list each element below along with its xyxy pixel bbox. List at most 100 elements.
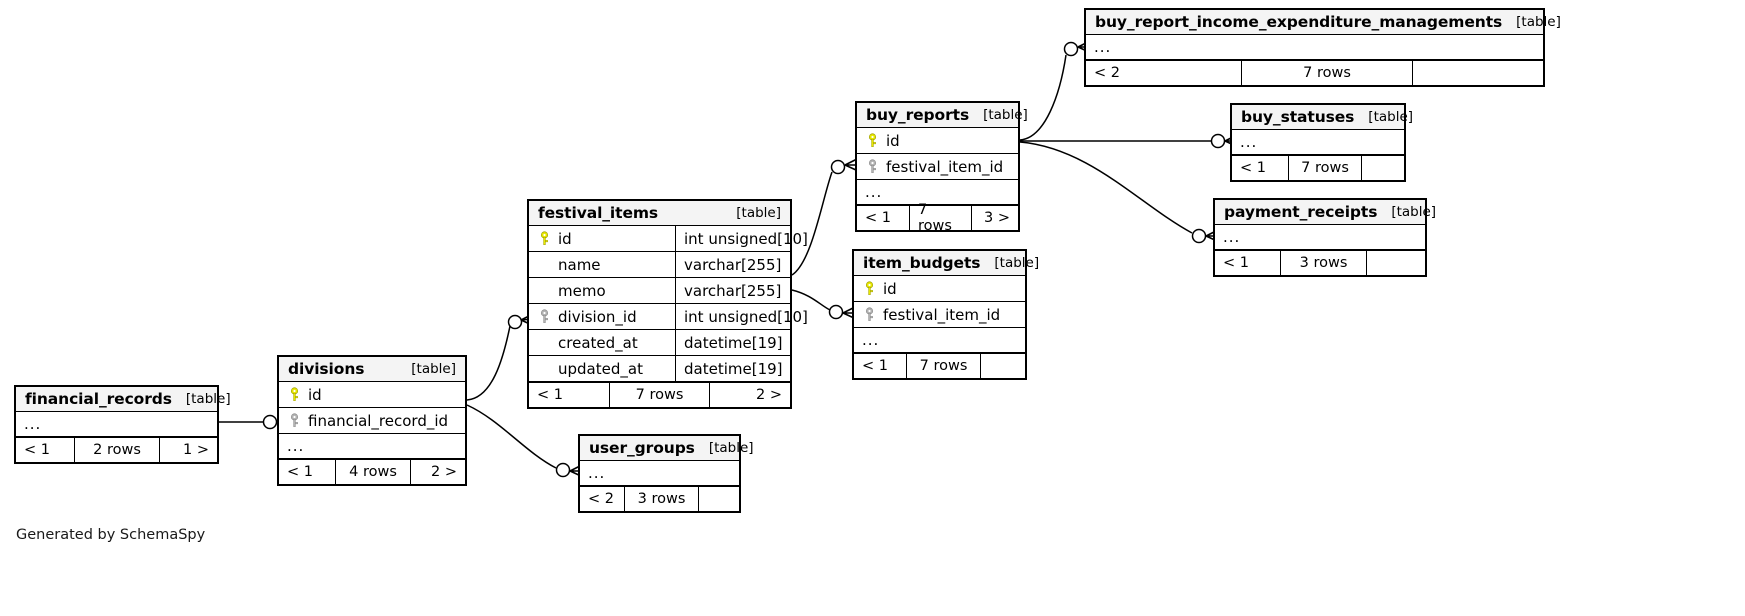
edge-buy-reports-payment-receipts bbox=[1019, 141, 1193, 234]
table-buy-report-income-expenditure-managements[interactable]: buy_report_income_expenditure_management… bbox=[1084, 8, 1561, 87]
column-type-cell: int unsigned[10] bbox=[675, 304, 808, 329]
footer-child-count: 3 > bbox=[984, 210, 1010, 226]
column-label: id bbox=[558, 229, 572, 248]
footer-parent-count: < 2 bbox=[588, 491, 614, 507]
column-name-cell: id bbox=[854, 276, 1025, 301]
table-header: buy_statuses [table] bbox=[1232, 105, 1413, 130]
primary-key-icon bbox=[537, 231, 552, 246]
column-label: id bbox=[886, 131, 900, 150]
footer-row-count: 7 rows bbox=[609, 383, 710, 407]
footer-child-count: 1 > bbox=[183, 442, 209, 458]
column-name-cell: memo bbox=[529, 278, 675, 303]
hidden-columns-ellipsis: ... bbox=[1232, 130, 1404, 155]
table-footer: < 1 7 rows bbox=[854, 353, 1025, 378]
edge-buy-reports-income-expenditure bbox=[1019, 54, 1067, 141]
column-label: financial_record_id bbox=[308, 411, 449, 430]
hidden-columns-ellipsis: ... bbox=[1215, 225, 1425, 250]
footer-child-count bbox=[1367, 251, 1425, 275]
column-name-cell: created_at bbox=[529, 330, 675, 355]
column-name-cell: financial_record_id bbox=[279, 408, 465, 433]
column-name-cell: festival_item_id bbox=[854, 302, 1025, 327]
footer-row-count: 7 rows bbox=[906, 354, 981, 378]
column-row[interactable]: created_at datetime[19] bbox=[529, 330, 790, 356]
column-name-cell: id bbox=[279, 382, 465, 407]
footer-row-count: 2 rows bbox=[74, 438, 160, 462]
hidden-columns-ellipsis: ... bbox=[279, 434, 465, 459]
column-row[interactable]: id bbox=[857, 128, 1018, 154]
table-header: buy_reports [table] bbox=[857, 103, 1028, 128]
table-footer: < 1 7 rows 2 > bbox=[529, 382, 790, 407]
table-user-groups[interactable]: user_groups [table] ... < 2 3 rows bbox=[578, 434, 754, 513]
table-name: payment_receipts bbox=[1224, 202, 1378, 221]
table-kind-label: [table] bbox=[185, 390, 231, 407]
footer-child-count bbox=[1413, 61, 1543, 85]
column-row[interactable]: id bbox=[279, 382, 465, 408]
table-kind-label: [table] bbox=[1368, 108, 1414, 125]
column-row[interactable]: id bbox=[854, 276, 1025, 302]
hidden-columns-ellipsis: ... bbox=[857, 180, 1018, 205]
footer-child-count bbox=[699, 487, 739, 511]
table-payment-receipts[interactable]: payment_receipts [table] ... < 1 3 rows bbox=[1213, 198, 1436, 277]
hidden-columns-ellipsis: ... bbox=[1086, 35, 1543, 60]
foreign-key-icon bbox=[862, 307, 877, 322]
table-name: financial_records bbox=[25, 389, 172, 408]
table-footer: < 1 7 rows bbox=[1232, 155, 1404, 180]
table-footer: < 1 4 rows 2 > bbox=[279, 459, 465, 484]
column-row[interactable]: updated_at datetime[19] bbox=[529, 356, 790, 382]
column-name-cell: id bbox=[529, 226, 675, 251]
table-kind-label: [table] bbox=[736, 204, 781, 221]
table-kind-label: [table] bbox=[411, 360, 456, 377]
column-type-cell: varchar[255] bbox=[675, 252, 790, 277]
table-buy-reports[interactable]: buy_reports [table] id bbox=[855, 101, 1028, 234]
column-type-cell: datetime[19] bbox=[675, 330, 790, 355]
column-name-cell: division_id bbox=[529, 304, 675, 329]
edge-divisions-user-groups bbox=[466, 404, 557, 469]
column-label: division_id bbox=[558, 307, 637, 326]
column-label: created_at bbox=[558, 333, 638, 352]
table-item-budgets[interactable]: item_budgets [table] id bbox=[852, 249, 1039, 380]
footer-child-count bbox=[1362, 156, 1404, 180]
column-name-cell: festival_item_id bbox=[857, 154, 1018, 179]
table-buy-statuses[interactable]: buy_statuses [table] ... < 1 7 rows bbox=[1230, 103, 1413, 182]
table-divisions[interactable]: divisions [table] id bbox=[277, 355, 467, 486]
edge-divisions-festival-items bbox=[466, 325, 511, 401]
column-type-cell: datetime[19] bbox=[675, 356, 790, 381]
table-financial-records[interactable]: financial_records [table] ... < 1 2 rows… bbox=[14, 385, 231, 464]
column-label: festival_item_id bbox=[883, 305, 1001, 324]
column-name-cell: name bbox=[529, 252, 675, 277]
footer-child-count: 2 > bbox=[431, 464, 457, 480]
table-festival-items[interactable]: festival_items [table] id int unsigned[1… bbox=[527, 199, 808, 409]
primary-key-icon bbox=[287, 387, 302, 402]
column-row[interactable]: festival_item_id bbox=[857, 154, 1018, 180]
footer-row-count: 3 rows bbox=[1280, 251, 1367, 275]
table-header: festival_items [table] bbox=[529, 201, 790, 226]
column-label: name bbox=[558, 255, 601, 274]
column-row[interactable]: name varchar[255] bbox=[529, 252, 790, 278]
table-kind-label: [table] bbox=[708, 439, 754, 456]
table-name: buy_reports bbox=[866, 105, 970, 124]
footer-parent-count: < 1 bbox=[1223, 255, 1249, 271]
column-label: id bbox=[883, 279, 897, 298]
footer-row-count: 7 rows bbox=[1288, 156, 1362, 180]
footer-row-count: 3 rows bbox=[624, 487, 699, 511]
column-name-cell: updated_at bbox=[529, 356, 675, 381]
foreign-key-icon bbox=[287, 413, 302, 428]
table-name: user_groups bbox=[589, 438, 695, 457]
column-row[interactable]: division_id int unsigned[10] bbox=[529, 304, 808, 330]
column-label: updated_at bbox=[558, 359, 643, 378]
footer-parent-count: < 1 bbox=[24, 442, 50, 458]
column-row[interactable]: festival_item_id bbox=[854, 302, 1025, 328]
footer-row-count: 7 rows bbox=[909, 202, 972, 234]
footer-parent-count: < 1 bbox=[287, 464, 313, 480]
table-name: buy_statuses bbox=[1241, 107, 1355, 126]
footer-parent-count: < 2 bbox=[1094, 65, 1120, 81]
column-label: memo bbox=[558, 281, 606, 300]
table-footer: < 1 2 rows 1 > bbox=[16, 437, 217, 462]
column-name-cell: id bbox=[857, 128, 1018, 153]
footer-parent-count: < 1 bbox=[865, 210, 891, 226]
column-row[interactable]: id int unsigned[10] bbox=[529, 226, 808, 252]
column-row[interactable]: financial_record_id bbox=[279, 408, 465, 434]
footer-child-count bbox=[981, 354, 1025, 378]
column-row[interactable]: memo varchar[255] bbox=[529, 278, 790, 304]
